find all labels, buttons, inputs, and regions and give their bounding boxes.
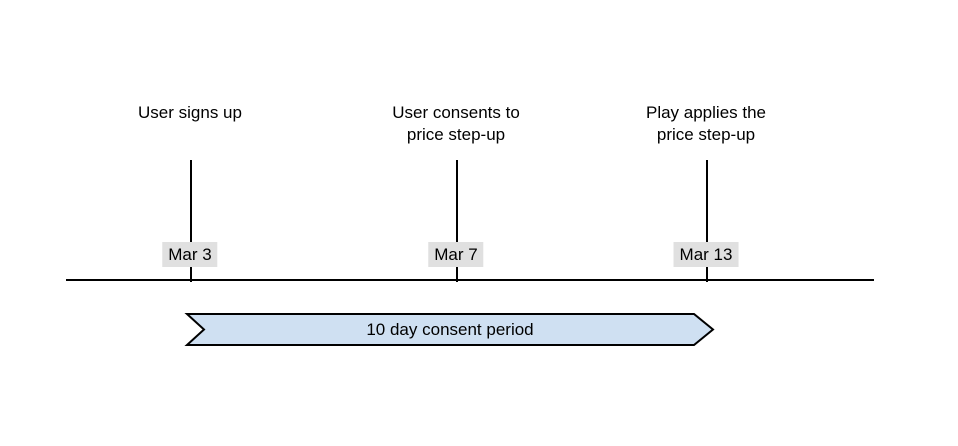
- event-tick-play-applies-step-up: [706, 160, 708, 282]
- arrow-banner-polygon: [184, 313, 715, 346]
- date-chip-mar-7: Mar 7: [428, 242, 484, 267]
- date-chip-mar-3: Mar 3: [162, 242, 218, 267]
- timeline-axis: [66, 279, 874, 281]
- date-chip-mar-13: Mar 13: [673, 242, 739, 267]
- event-caption-user-consents: User consents to price step-up: [392, 103, 520, 144]
- event-tick-user-consents: [456, 160, 458, 282]
- event-caption-play-applies-step-up: Play applies the price step-up: [645, 103, 767, 144]
- consent-period-banner: 10 day consent period: [184, 313, 715, 346]
- event-caption-user-signs-up: User signs up: [138, 103, 242, 122]
- arrow-banner-shape: [184, 313, 715, 346]
- event-tick-user-signs-up: [190, 160, 192, 282]
